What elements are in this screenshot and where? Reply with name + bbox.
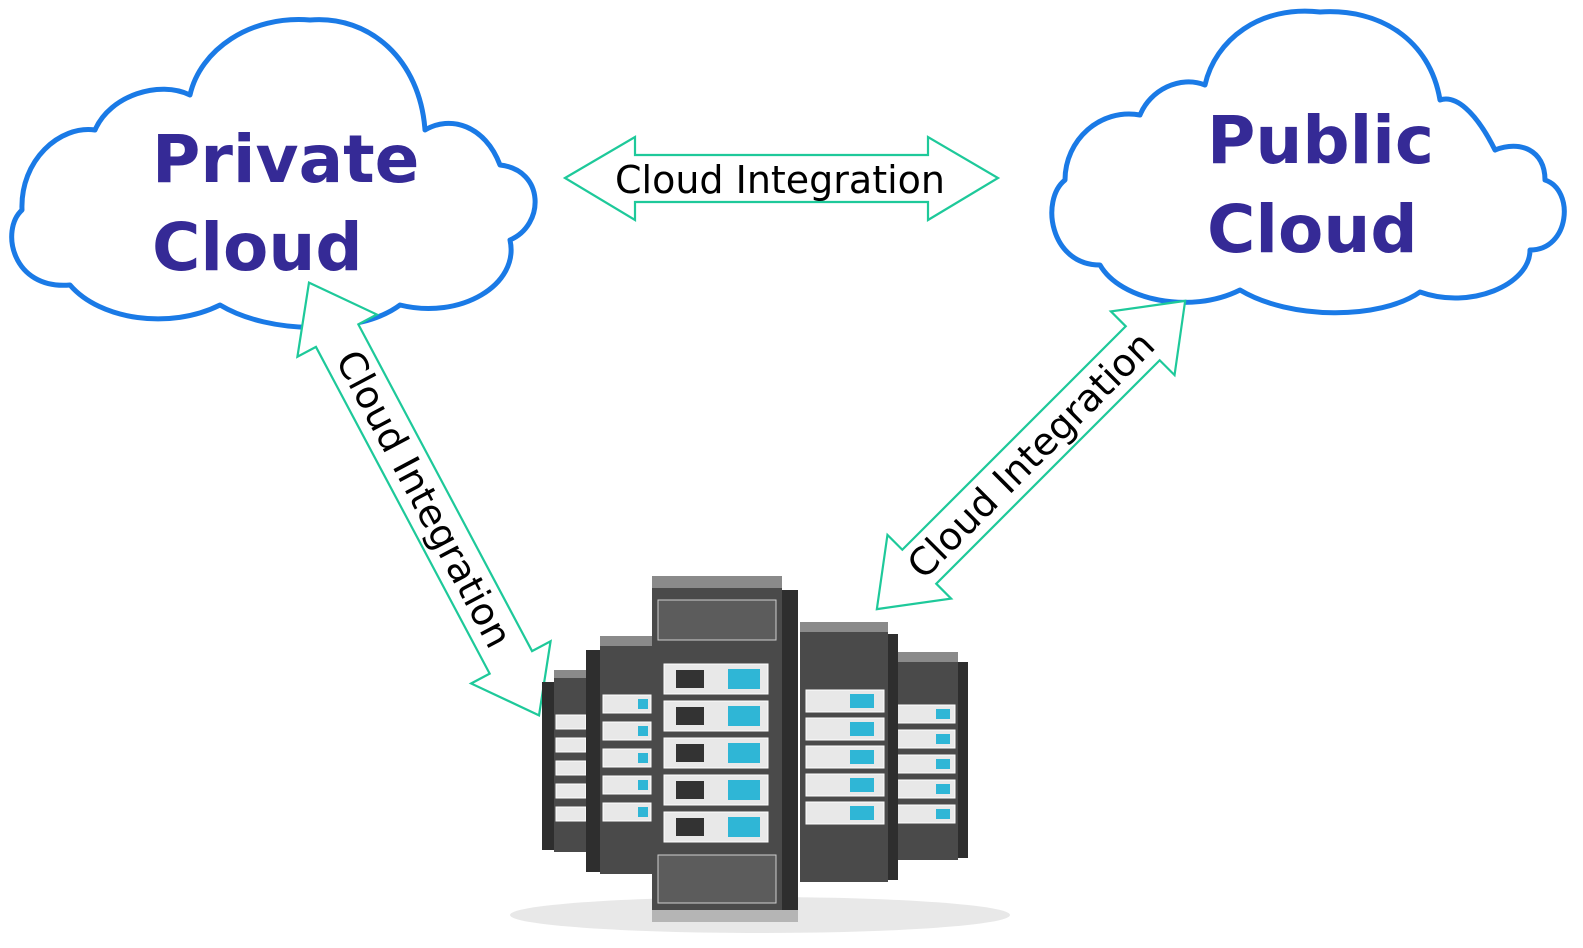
- public-cloud-label-line2: Cloud: [1207, 191, 1418, 268]
- double-arrow-icon: [562, 135, 1001, 222]
- double-arrow-icon: [875, 299, 1187, 611]
- private-cloud-label-line2: Cloud: [152, 209, 363, 286]
- public-cloud-shape: [1049, 8, 1567, 316]
- arrow-servers-public: Cloud Integration: [875, 299, 1187, 611]
- arrow-private-public: Cloud Integration: [562, 135, 1001, 222]
- arrow-right-label: Cloud Integration: [899, 323, 1163, 587]
- arrow-private-servers: Cloud Integration: [295, 281, 553, 717]
- server-rack-right: [800, 622, 898, 882]
- server-rack-center: [652, 576, 798, 922]
- server-rack-far-right: [892, 652, 968, 860]
- arrow-left-label: Cloud Integration: [327, 343, 521, 655]
- double-arrow-icon: [295, 281, 553, 717]
- public-cloud-label-line1: Public: [1207, 102, 1434, 179]
- server-rack-far-left: [542, 670, 590, 852]
- private-cloud-label-line1: Private: [152, 121, 419, 198]
- private-cloud-shape: [9, 17, 538, 330]
- private-cloud: Private Cloud: [9, 17, 538, 330]
- public-cloud: Public Cloud: [1049, 8, 1567, 316]
- server-rack-icon: [510, 576, 1010, 933]
- arrow-top-label: Cloud Integration: [615, 158, 945, 202]
- server-rack-left: [586, 636, 656, 874]
